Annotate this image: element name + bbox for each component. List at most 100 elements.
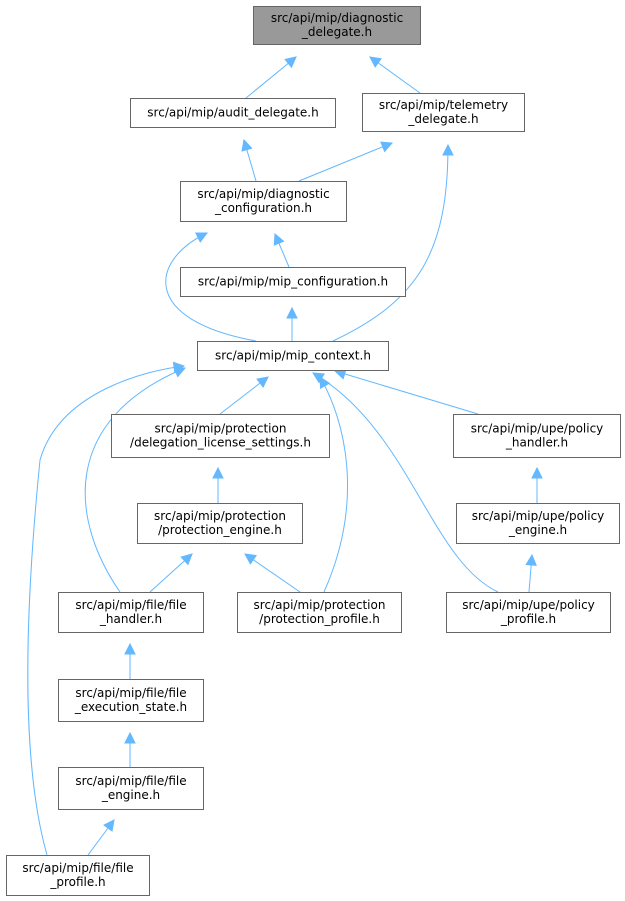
edge-protection_profile-to-mip_context <box>319 376 348 593</box>
node-audit-delegate[interactable]: src/api/mip/audit_delegate.h <box>130 98 336 128</box>
node-file-execution-state[interactable]: src/api/mip/file/file_execution_state.h <box>58 679 204 722</box>
edge-arrowhead <box>241 138 253 152</box>
edge-file_profile-to-mip_context <box>27 361 186 856</box>
edge-arrowhead <box>525 553 537 566</box>
edge-arrowhead <box>124 642 136 655</box>
edges-layer <box>27 56 543 856</box>
edge-file_handler-to-protection_engine <box>149 553 193 593</box>
node-label-line: _engine.h <box>508 523 567 537</box>
node-label-line: src/api/mip/protection <box>154 509 286 523</box>
node-diagnostic-configuration[interactable]: src/api/mip/diagnostic_configuration.h <box>180 181 347 222</box>
edge-arrowhead <box>286 306 298 319</box>
edge-arrowhead <box>531 466 543 479</box>
edge-diagnostic_configuration-to-telemetry_delegate <box>298 141 394 182</box>
node-label-line: src/api/mip/upe/policy <box>462 598 595 612</box>
node-box[interactable] <box>58 679 204 722</box>
edge-upe_policy_profile-to-upe_policy_engine <box>525 553 537 593</box>
node-label-line: src/api/mip/audit_delegate.h <box>147 106 318 120</box>
node-label-line: _delegate.h <box>407 112 478 126</box>
node-box[interactable] <box>137 503 303 544</box>
edge-file_profile-to-file_engine <box>87 819 115 856</box>
node-diagnostic-delegate[interactable]: src/api/mip/diagnostic_delegate.h <box>253 6 421 45</box>
node-upe-policy-engine[interactable]: src/api/mip/upe/policy_engine.h <box>456 503 620 544</box>
node-label-line: _configuration.h <box>214 201 312 215</box>
node-label-line: src/api/mip/mip_configuration.h <box>198 275 388 289</box>
node-mip-configuration[interactable]: src/api/mip/mip_configuration.h <box>180 267 406 297</box>
edge-diagnostic_configuration-to-audit_delegate <box>241 138 257 182</box>
edge-arrowhead <box>312 372 325 384</box>
edge-arrowhead <box>212 466 224 479</box>
node-delegation-license-settings[interactable]: src/api/mip/protection/delegation_licens… <box>111 414 330 458</box>
edge-telemetry_delegate-to-diagnostic_delegate <box>369 56 421 94</box>
node-box[interactable] <box>130 98 336 128</box>
node-label-line: src/api/mip/diagnostic <box>271 11 403 25</box>
edge-line <box>165 232 257 342</box>
node-file-profile[interactable]: src/api/mip/file/file_profile.h <box>6 855 150 896</box>
node-label-line: /protection_engine.h <box>158 523 282 537</box>
node-label-line: src/api/mip/file/file <box>75 686 186 700</box>
node-label-line: _execution_state.h <box>74 700 187 714</box>
edge-file_execution_state-to-file_handler <box>124 642 136 679</box>
node-label-line: src/api/mip/upe/policy <box>471 422 604 436</box>
edge-arrowhead <box>172 361 186 374</box>
node-box[interactable] <box>446 592 611 633</box>
node-box[interactable] <box>180 181 347 222</box>
node-box[interactable] <box>6 855 150 896</box>
node-label-line: _handler.h <box>99 612 162 626</box>
node-label-line: _handler.h <box>505 436 568 450</box>
node-label-line: src/api/mip/file/file <box>75 598 186 612</box>
node-upe-policy-handler[interactable]: src/api/mip/upe/policy_handler.h <box>453 414 621 458</box>
edge-line <box>334 370 479 415</box>
node-box[interactable] <box>180 267 406 297</box>
edge-line <box>27 365 185 856</box>
edge-arrowhead <box>284 56 297 69</box>
edge-arrowhead <box>273 232 285 246</box>
node-label-line: src/api/mip/mip_context.h <box>215 349 371 363</box>
edge-arrowhead <box>380 141 394 153</box>
node-box[interactable] <box>58 592 204 633</box>
edge-protection_engine-to-delegation_license_settings <box>212 466 224 503</box>
edge-arrowhead <box>369 56 382 68</box>
edge-arrowhead <box>195 232 209 243</box>
edge-protection_profile-to-protection_engine <box>244 553 301 593</box>
edge-upe_policy_engine-to-upe_policy_handler <box>531 466 543 503</box>
edge-line <box>319 376 348 593</box>
node-label-line: src/api/mip/file/file <box>22 861 133 875</box>
node-telemetry-delegate[interactable]: src/api/mip/telemetry_delegate.h <box>362 93 525 132</box>
node-protection-profile[interactable]: src/api/mip/protection/protection_profil… <box>237 592 402 633</box>
node-box[interactable] <box>362 93 525 132</box>
node-box[interactable] <box>253 6 421 45</box>
node-label-line: src/api/mip/diagnostic <box>197 187 329 201</box>
node-file-engine[interactable]: src/api/mip/file/file_engine.h <box>58 767 204 810</box>
edge-mip_context-to-mip_configuration <box>286 306 298 341</box>
edge-arrowhead <box>244 553 257 565</box>
node-label-line: _engine.h <box>101 788 160 802</box>
node-box[interactable] <box>453 414 621 458</box>
nodes-layer: src/api/mip/diagnostic_delegate.hsrc/api… <box>6 6 621 896</box>
node-box[interactable] <box>456 503 620 544</box>
edge-arrowhead <box>180 553 193 566</box>
node-box[interactable] <box>237 592 402 633</box>
node-box[interactable] <box>111 414 330 458</box>
edge-mip_context-to-diagnostic_configuration <box>165 232 257 342</box>
edge-arrowhead <box>124 731 136 744</box>
node-box[interactable] <box>58 767 204 810</box>
node-label-line: _delegate.h <box>301 25 372 39</box>
node-protection-engine[interactable]: src/api/mip/protection/protection_engine… <box>137 503 303 544</box>
edge-mip_configuration-to-diagnostic_configuration <box>273 232 290 268</box>
edge-line <box>84 367 186 593</box>
edge-audit_delegate-to-diagnostic_delegate <box>245 56 297 99</box>
edge-file_engine-to-file_execution_state <box>124 731 136 767</box>
node-label-line: /protection_profile.h <box>259 612 380 626</box>
node-box[interactable] <box>197 341 389 371</box>
edge-upe_policy_profile-to-mip_context <box>312 372 499 593</box>
node-upe-policy-profile[interactable]: src/api/mip/upe/policy_profile.h <box>446 592 611 633</box>
node-label-line: /delegation_license_settings.h <box>130 436 311 450</box>
edge-arrowhead <box>103 819 115 832</box>
node-label-line: src/api/mip/upe/policy <box>472 509 605 523</box>
node-mip-context[interactable]: src/api/mip/mip_context.h <box>197 341 389 371</box>
edge-upe_policy_handler-to-mip_context <box>333 368 479 415</box>
node-file-handler[interactable]: src/api/mip/file/file_handler.h <box>58 592 204 633</box>
edge-line <box>298 142 393 182</box>
